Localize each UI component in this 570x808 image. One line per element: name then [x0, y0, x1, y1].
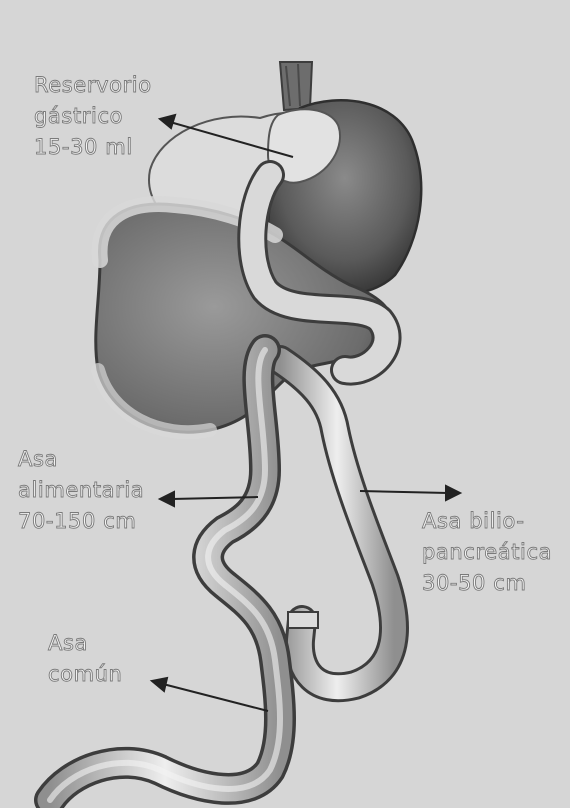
label-line: Asa	[48, 628, 122, 659]
label-line: alimentaria	[18, 475, 144, 506]
arrow-comun	[163, 684, 268, 711]
label-line: 30-50 cm	[422, 568, 552, 599]
arrow-biliopancreatica	[360, 491, 448, 493]
label-line: 15-30 ml	[34, 132, 152, 163]
label-line: Asa bilio-	[422, 506, 552, 537]
esophagus	[280, 62, 312, 110]
label-line: Reservorio	[34, 70, 152, 101]
label-line: pancreática	[422, 537, 552, 568]
label-line: común	[48, 659, 122, 690]
label-asa-biliopancreatica: Asa bilio- pancreática 30-50 cm	[422, 506, 552, 599]
label-asa-comun: Asa común	[48, 628, 122, 690]
label-reservorio-gastrico: Reservorio gástrico 15-30 ml	[34, 70, 152, 163]
label-line: Asa	[18, 444, 144, 475]
label-line: 70-150 cm	[18, 506, 144, 537]
label-line: gástrico	[34, 101, 152, 132]
label-asa-alimentaria: Asa alimentaria 70-150 cm	[18, 444, 144, 537]
